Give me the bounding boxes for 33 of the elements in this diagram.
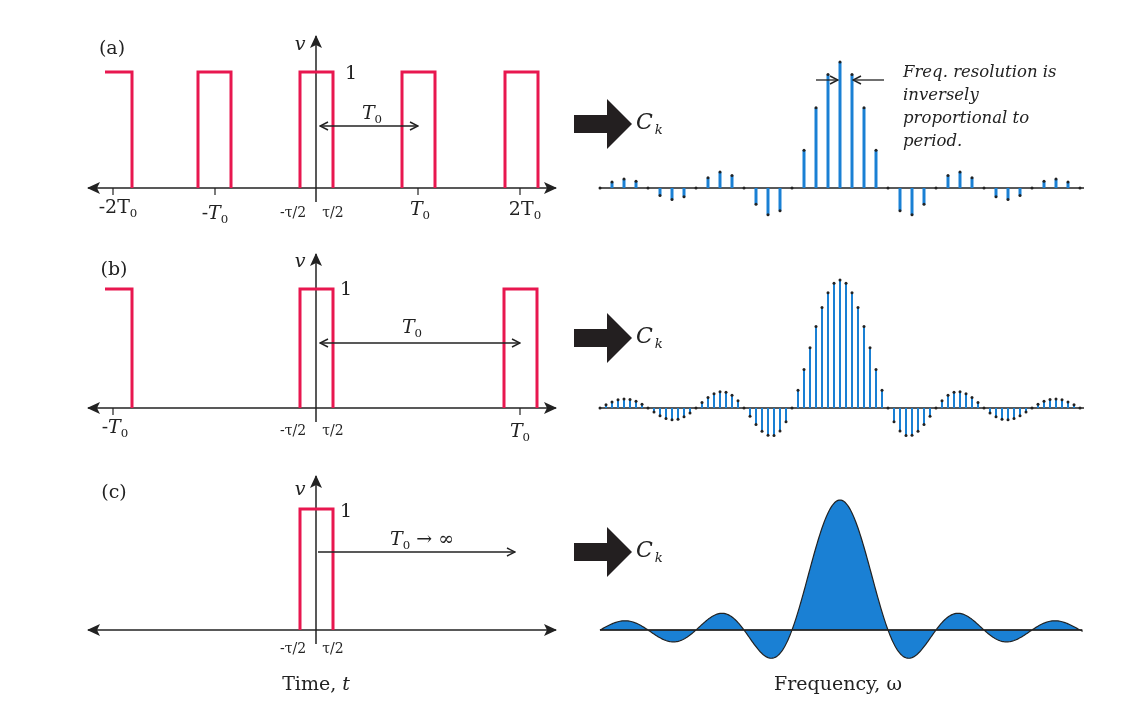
tick-label: -τ/2: [279, 205, 307, 219]
coefficient-label: C$_{k}$: [632, 109, 667, 139]
tick-label: T$_{0}$: [509, 420, 531, 444]
block-arrow: [574, 313, 632, 363]
tick-label: T$_{0}$: [409, 198, 431, 222]
tick-label: τ/2: [322, 205, 344, 219]
tick-label: -2T$_{0}$: [98, 196, 138, 220]
axis-label: v: [294, 250, 306, 270]
level-label: 1: [339, 500, 353, 520]
tick-label: -T$_{0}$: [201, 202, 229, 226]
tick-label: -τ/2: [279, 641, 307, 655]
coefficient-label: C$_{k}$: [632, 323, 667, 353]
block-arrow: [574, 527, 632, 577]
coefficient-label: C$_{k}$: [632, 537, 667, 567]
axis-title: Time, t: [282, 673, 350, 693]
axis-label: v: [294, 33, 306, 53]
level-label: 1: [344, 62, 358, 82]
panel-label: (a): [98, 37, 126, 57]
tick-label: 2T$_{0}$: [508, 198, 542, 222]
annotation: Freq. resolution is inversely proportional to period.: [903, 61, 1058, 152]
period-label: T$_{0}$ → ∞: [390, 528, 454, 552]
tick-label: τ/2: [322, 641, 344, 655]
tick-label: -T$_{0}$: [101, 416, 129, 440]
tick-label: -τ/2: [279, 423, 307, 437]
axis-label: v: [294, 478, 306, 498]
tick-label: τ/2: [322, 423, 344, 437]
block-arrow: [574, 99, 632, 149]
axis-title: Frequency, ω: [774, 673, 902, 693]
period-label: T$_{0}$: [361, 102, 383, 126]
panel-label: (c): [101, 481, 127, 501]
level-label: 1: [339, 278, 353, 298]
period-label: T$_{0}$: [401, 316, 423, 340]
panel-label: (b): [100, 258, 128, 278]
